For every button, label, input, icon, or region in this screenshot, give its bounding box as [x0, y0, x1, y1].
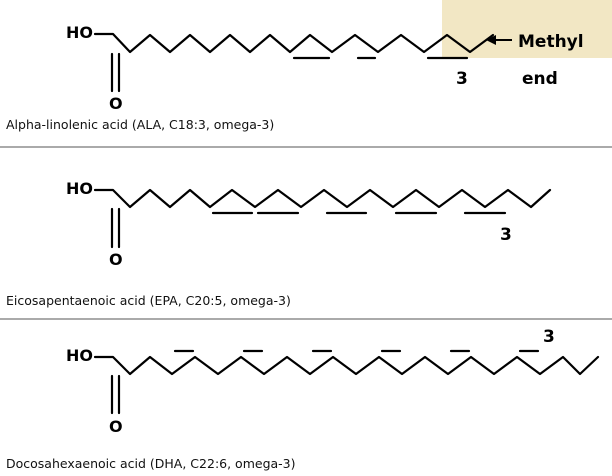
- epa-hydroxyl-label: HO: [66, 179, 93, 198]
- epa-caption: Eicosapentaenoic acid (EPA, C20:5, omega…: [6, 293, 291, 308]
- epa-carbon-chain: [93, 188, 552, 209]
- ala-oxygen-label: O: [109, 94, 123, 113]
- ala-carbon-chain: [93, 32, 495, 54]
- highlight-box: [442, 0, 612, 58]
- epa-oxygen-label: O: [109, 250, 123, 269]
- dha-oxygen-label: O: [109, 417, 123, 436]
- methyl-end-label-line2: end: [522, 69, 558, 89]
- ala-caption: Alpha-linolenic acid (ALA, C18:3, omega-…: [6, 117, 274, 132]
- dha-omega-label: 3: [543, 327, 555, 347]
- methyl-end-arrowhead: [486, 35, 496, 45]
- epa-omega-label: 3: [500, 225, 512, 245]
- epa-molecule: HO O 3 Eicosapentaenoic acid (EPA, C20:5…: [6, 179, 552, 308]
- dha-caption: Docosahexaenoic acid (DHA, C22:6, omega-…: [6, 456, 296, 471]
- methyl-end-label-line1: Methyl: [518, 32, 584, 52]
- dha-molecule: HO O 3 Docosahexaenoic acid (DHA, C22:6,…: [6, 327, 600, 471]
- ala-hydroxyl-label: HO: [66, 23, 93, 42]
- dha-carbon-chain: [93, 355, 600, 376]
- ala-molecule: HO O 3 Methyl end Alpha-linolenic acid (…: [6, 23, 584, 132]
- ala-omega-label: 3: [456, 69, 468, 89]
- dha-hydroxyl-label: HO: [66, 346, 93, 365]
